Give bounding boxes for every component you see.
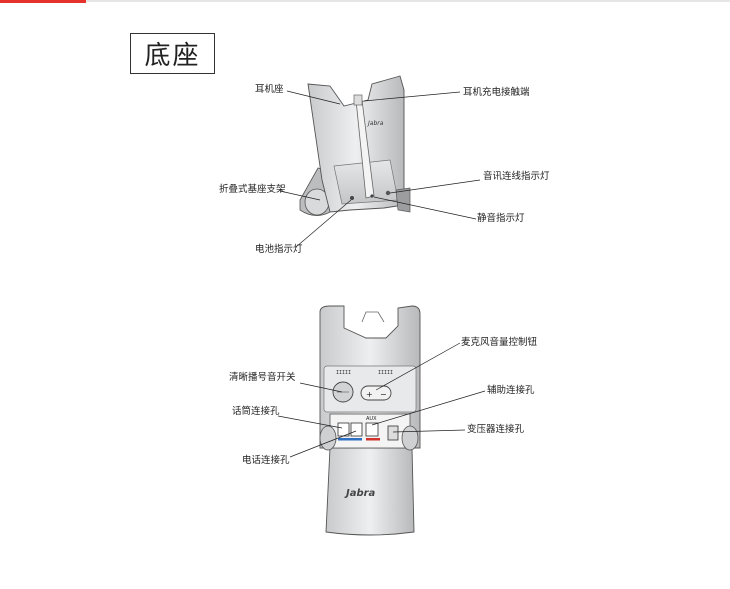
svg-text:IIIII: IIIII (378, 370, 393, 376)
label-headset-cradle: 耳机座 (255, 84, 284, 95)
charging-base-rear: + − IIIII IIIII (319, 305, 421, 536)
label-mic-volume: 麦克风音量控制钮 (461, 337, 538, 348)
leader-lines-bottom (277, 342, 486, 458)
label-power-port: 变压器连接孔 (467, 424, 525, 435)
page-title: 底座 (130, 33, 215, 74)
label-mute-indicator: 静音指示灯 (477, 213, 525, 224)
svg-text:+: + (366, 390, 373, 399)
brand-logo-bottom: Jabra (344, 488, 376, 499)
label-phone-port: 电话连接孔 (242, 455, 290, 466)
top-accent-bar (0, 0, 86, 3)
label-aux-port: 辅助连接孔 (487, 385, 535, 396)
aux-port-marking: AUX (366, 416, 377, 422)
label-charge-contacts: 耳机充电接触端 (463, 87, 530, 98)
svg-text:IIIII: IIIII (336, 370, 351, 376)
label-battery-indicator: 电池指示灯 (255, 244, 303, 255)
svg-text:−: − (380, 390, 387, 399)
label-audio-indicator: 音讯连线指示灯 (483, 171, 550, 182)
charging-base-front (299, 75, 411, 216)
leader-lines-top (279, 90, 481, 248)
top-divider (0, 0, 730, 2)
brand-logo-top: Jabra (367, 120, 384, 127)
label-clear-dial-switch: 清晰播号音开关 (229, 372, 296, 383)
label-handset-port: 话筒连接孔 (232, 406, 280, 417)
label-folding-stand: 折叠式基座支架 (219, 184, 286, 195)
